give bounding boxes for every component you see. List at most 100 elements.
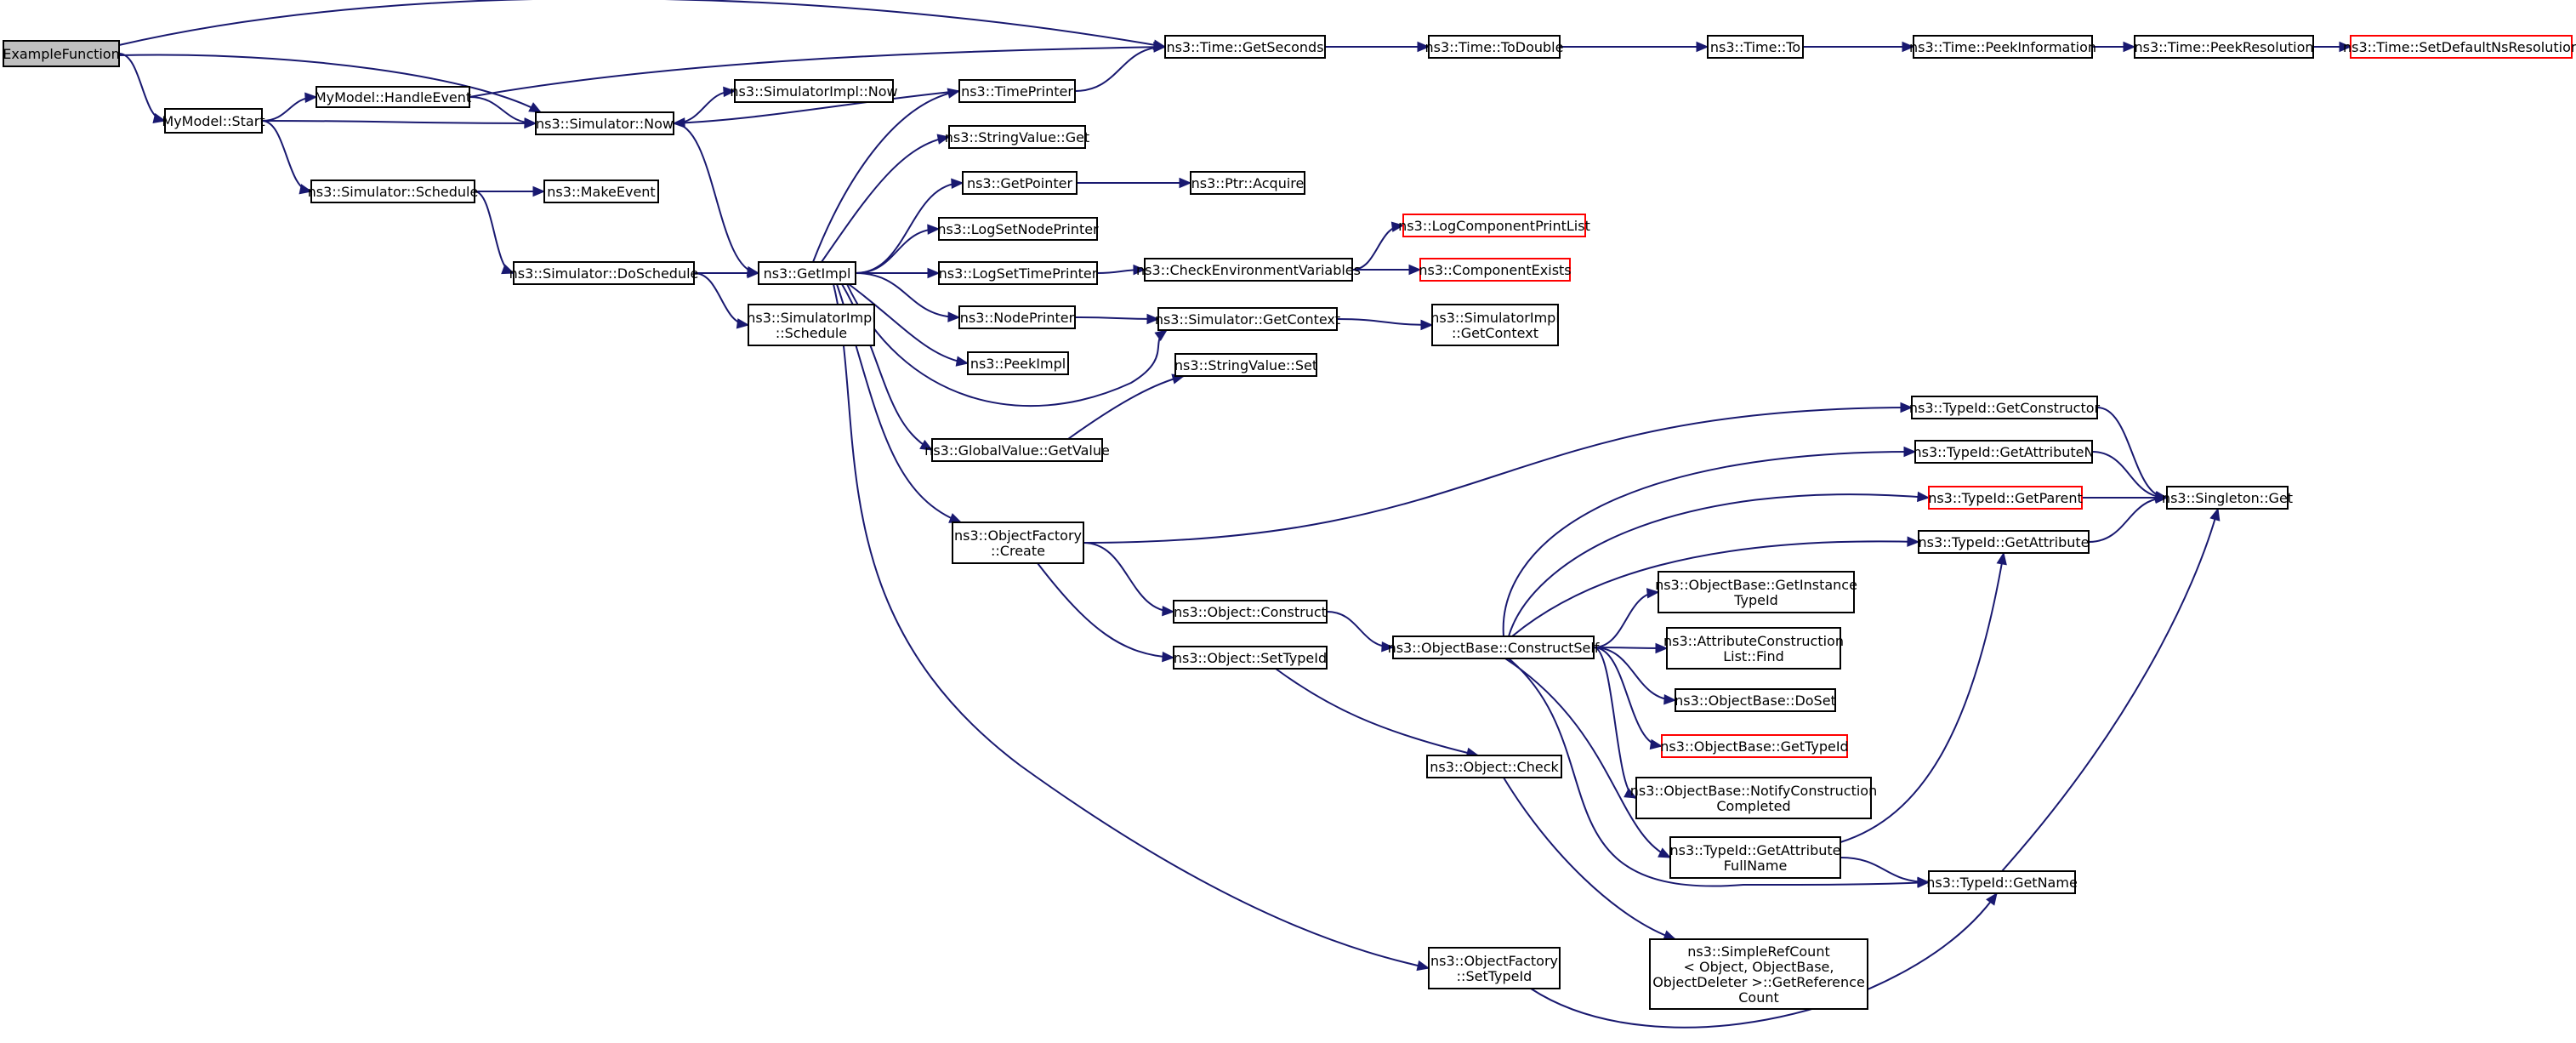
- node-typeid-getattribute[interactable]: ns3::TypeId::GetAttribute: [1918, 530, 2090, 554]
- node-box: [1666, 627, 1841, 670]
- node-object-settypeid[interactable]: ns3::Object::SetTypeId: [1173, 646, 1328, 670]
- node-logsettimeprinter[interactable]: ns3::LogSetTimePrinter: [938, 261, 1098, 285]
- arrowhead: [948, 513, 963, 523]
- node-singleton-get[interactable]: ns3::Singleton::Get: [2162, 486, 2293, 510]
- node-checkenvironmentvariables[interactable]: ns3::CheckEnvironmentVariables: [1136, 258, 1361, 282]
- arrowhead: [1902, 41, 1915, 53]
- node-box: [734, 79, 894, 103]
- node-mymodel-start[interactable]: MyModel::Start: [162, 108, 265, 134]
- node-box: [1675, 688, 1836, 712]
- edge-getimpl-to-logsetnodeprinter: [855, 228, 940, 274]
- node-objectbase-gettypeid[interactable]: ns3::ObjectBase::GetTypeId: [1660, 734, 1849, 758]
- node-time-to[interactable]: ns3::Time::To: [1707, 35, 1804, 59]
- node-box: [748, 304, 875, 346]
- node-label: ns3::PeekImpl: [970, 356, 1066, 372]
- node-time-todouble[interactable]: ns3::Time::ToDouble: [1425, 35, 1564, 59]
- node-box: [938, 217, 1098, 241]
- arrowhead: [1154, 329, 1169, 341]
- arrowhead: [1996, 551, 2007, 566]
- node-stringvalue-get[interactable]: ns3::StringValue::Get: [945, 125, 1089, 149]
- node-typeid-getname[interactable]: ns3::TypeId::GetName: [1926, 870, 2078, 894]
- node-componentexists[interactable]: ns3::ComponentExists: [1419, 258, 1572, 282]
- node-objectfactory-settypeid[interactable]: ns3::ObjectFactory::SetTypeId: [1428, 947, 1561, 989]
- node-objectbase-doset[interactable]: ns3::ObjectBase::DoSet: [1675, 688, 1836, 712]
- node-label: ns3::ObjectBase::DoSet: [1675, 692, 1836, 709]
- node-simulator-getcontext[interactable]: ns3::Simulator::GetContext: [1155, 307, 1340, 331]
- node-typeid-getparent[interactable]: ns3::TypeId::GetParent: [1928, 486, 2083, 510]
- node-timeprinter[interactable]: ns3::TimePrinter: [958, 79, 1076, 103]
- edge-simulator-getcontext-to-simulatorimpl-getcontext: [1336, 318, 1433, 326]
- node-time-getseconds[interactable]: ns3::Time::GetSeconds: [1164, 35, 1326, 59]
- node-objectbase-notifyconstructioncompleted[interactable]: ns3::ObjectBase::NotifyConstructionCompl…: [1630, 777, 1877, 819]
- node-box: [310, 180, 475, 203]
- node-label: ns3::ObjectFactory: [954, 527, 1082, 544]
- arrowhead: [1417, 41, 1430, 53]
- node-box: [535, 111, 674, 135]
- node-label: ns3::ObjectBase::ConstructSelf: [1388, 640, 1600, 656]
- node-label: ::GetContext: [1452, 325, 1538, 341]
- node-label: ns3::StringValue::Set: [1174, 357, 1317, 373]
- edge-getimpl-to-nodeprinter: [855, 272, 960, 318]
- edge-getimpl-to-simulator-getcontext: [846, 283, 1168, 408]
- node-time-peekinformation[interactable]: ns3::Time::PeekInformation: [1909, 35, 2096, 59]
- node-box: [1658, 571, 1855, 613]
- node-getpointer[interactable]: ns3::GetPointer: [962, 171, 1078, 195]
- node-box: [1661, 734, 1848, 758]
- node-stringvalue-set[interactable]: ns3::StringValue::Set: [1174, 353, 1317, 377]
- arrowhead: [1917, 876, 1931, 887]
- node-objectbase-constructself[interactable]: ns3::ObjectBase::ConstructSelf: [1388, 635, 1600, 659]
- node-typeid-getattributen[interactable]: ns3::TypeId::GetAttributeN: [1914, 440, 2095, 464]
- node-ptr-acquire[interactable]: ns3::Ptr::Acquire: [1190, 171, 1305, 195]
- node-simulator-now[interactable]: ns3::Simulator::Now: [535, 111, 674, 135]
- node-simplerefcount-getreferencecount[interactable]: ns3::SimpleRefCount< Object, ObjectBase,…: [1649, 938, 1868, 1010]
- node-getimpl[interactable]: ns3::GetImpl: [758, 261, 856, 285]
- node-simulator-doschedule[interactable]: ns3::Simulator::DoSchedule: [509, 261, 699, 285]
- node-nodeprinter[interactable]: ns3::NodePrinter: [958, 305, 1076, 329]
- node-box: [1635, 777, 1872, 819]
- node-simulatorimpl-schedule[interactable]: ns3::SimulatorImpl::Schedule: [747, 304, 876, 346]
- node-simulator-schedule[interactable]: ns3::Simulator::Schedule: [308, 180, 479, 203]
- arrowhead: [152, 112, 167, 124]
- node-label: ns3::Ptr::Acquire: [1191, 175, 1305, 191]
- node-simulatorimpl-getcontext[interactable]: ns3::SimulatorImpl::GetContext: [1430, 304, 1560, 346]
- node-box: [1928, 870, 2076, 894]
- edge-objectbase-constructself-to-typeid-getattributefullname: [1504, 658, 1671, 858]
- node-box: [952, 522, 1084, 564]
- arrowhead: [1381, 641, 1395, 653]
- node-box: [1164, 35, 1326, 59]
- edge-getimpl-to-stringvalue-get: [821, 136, 950, 263]
- arrowhead: [1153, 42, 1167, 53]
- arrowhead: [723, 86, 736, 98]
- arrowhead: [672, 117, 685, 128]
- node-box: [1173, 646, 1328, 670]
- arrowhead: [1133, 264, 1146, 276]
- node-box: [3, 40, 120, 67]
- node-typeid-getconstructor[interactable]: ns3::TypeId::GetConstructor: [1909, 396, 2101, 419]
- node-label: ns3::GlobalValue::GetValue: [924, 442, 1110, 459]
- node-makeevent[interactable]: ns3::MakeEvent: [543, 180, 659, 203]
- node-objectfactory-create[interactable]: ns3::ObjectFactory::Create: [952, 522, 1084, 564]
- node-time-peekresolution[interactable]: ns3::Time::PeekResolution: [2134, 35, 2314, 59]
- node-label: ns3::GetPointer: [967, 175, 1073, 191]
- node-simulatorimpl-now[interactable]: ns3::SimulatorImpl::Now: [730, 79, 898, 103]
- node-logsetnodeprinter[interactable]: ns3::LogSetNodePrinter: [937, 217, 1099, 241]
- node-object-check[interactable]: ns3::Object::Check: [1426, 755, 1562, 778]
- node-examplefunction[interactable]: ExampleFunction: [3, 40, 120, 67]
- arrowhead: [528, 102, 543, 113]
- edge-mymodel-handleevent-to-time-getseconds: [469, 46, 1166, 98]
- node-logcomponentprintlist[interactable]: ns3::LogComponentPrintList: [1398, 214, 1590, 237]
- node-label: ns3::Simulator::GetContext: [1155, 311, 1340, 328]
- node-time-setdefaultnsresolution[interactable]: ns3::Time::SetDefaultNsResolution: [2343, 35, 2576, 59]
- edge-objectbase-constructself-to-typeid-getattribute: [1511, 540, 1919, 637]
- node-peekimpl[interactable]: ns3::PeekImpl: [967, 351, 1069, 375]
- edge-timeprinter-to-time-getseconds: [1074, 46, 1166, 92]
- node-object-construct[interactable]: ns3::Object::Construct: [1173, 600, 1328, 624]
- node-mymodel-handleevent[interactable]: MyModel::HandleEvent: [315, 86, 471, 108]
- node-globalvalue-getvalue[interactable]: ns3::GlobalValue::GetValue: [924, 438, 1110, 462]
- node-label: < Object, ObjectBase,: [1684, 959, 1834, 975]
- node-box: [1431, 304, 1559, 346]
- node-box: [1174, 353, 1317, 377]
